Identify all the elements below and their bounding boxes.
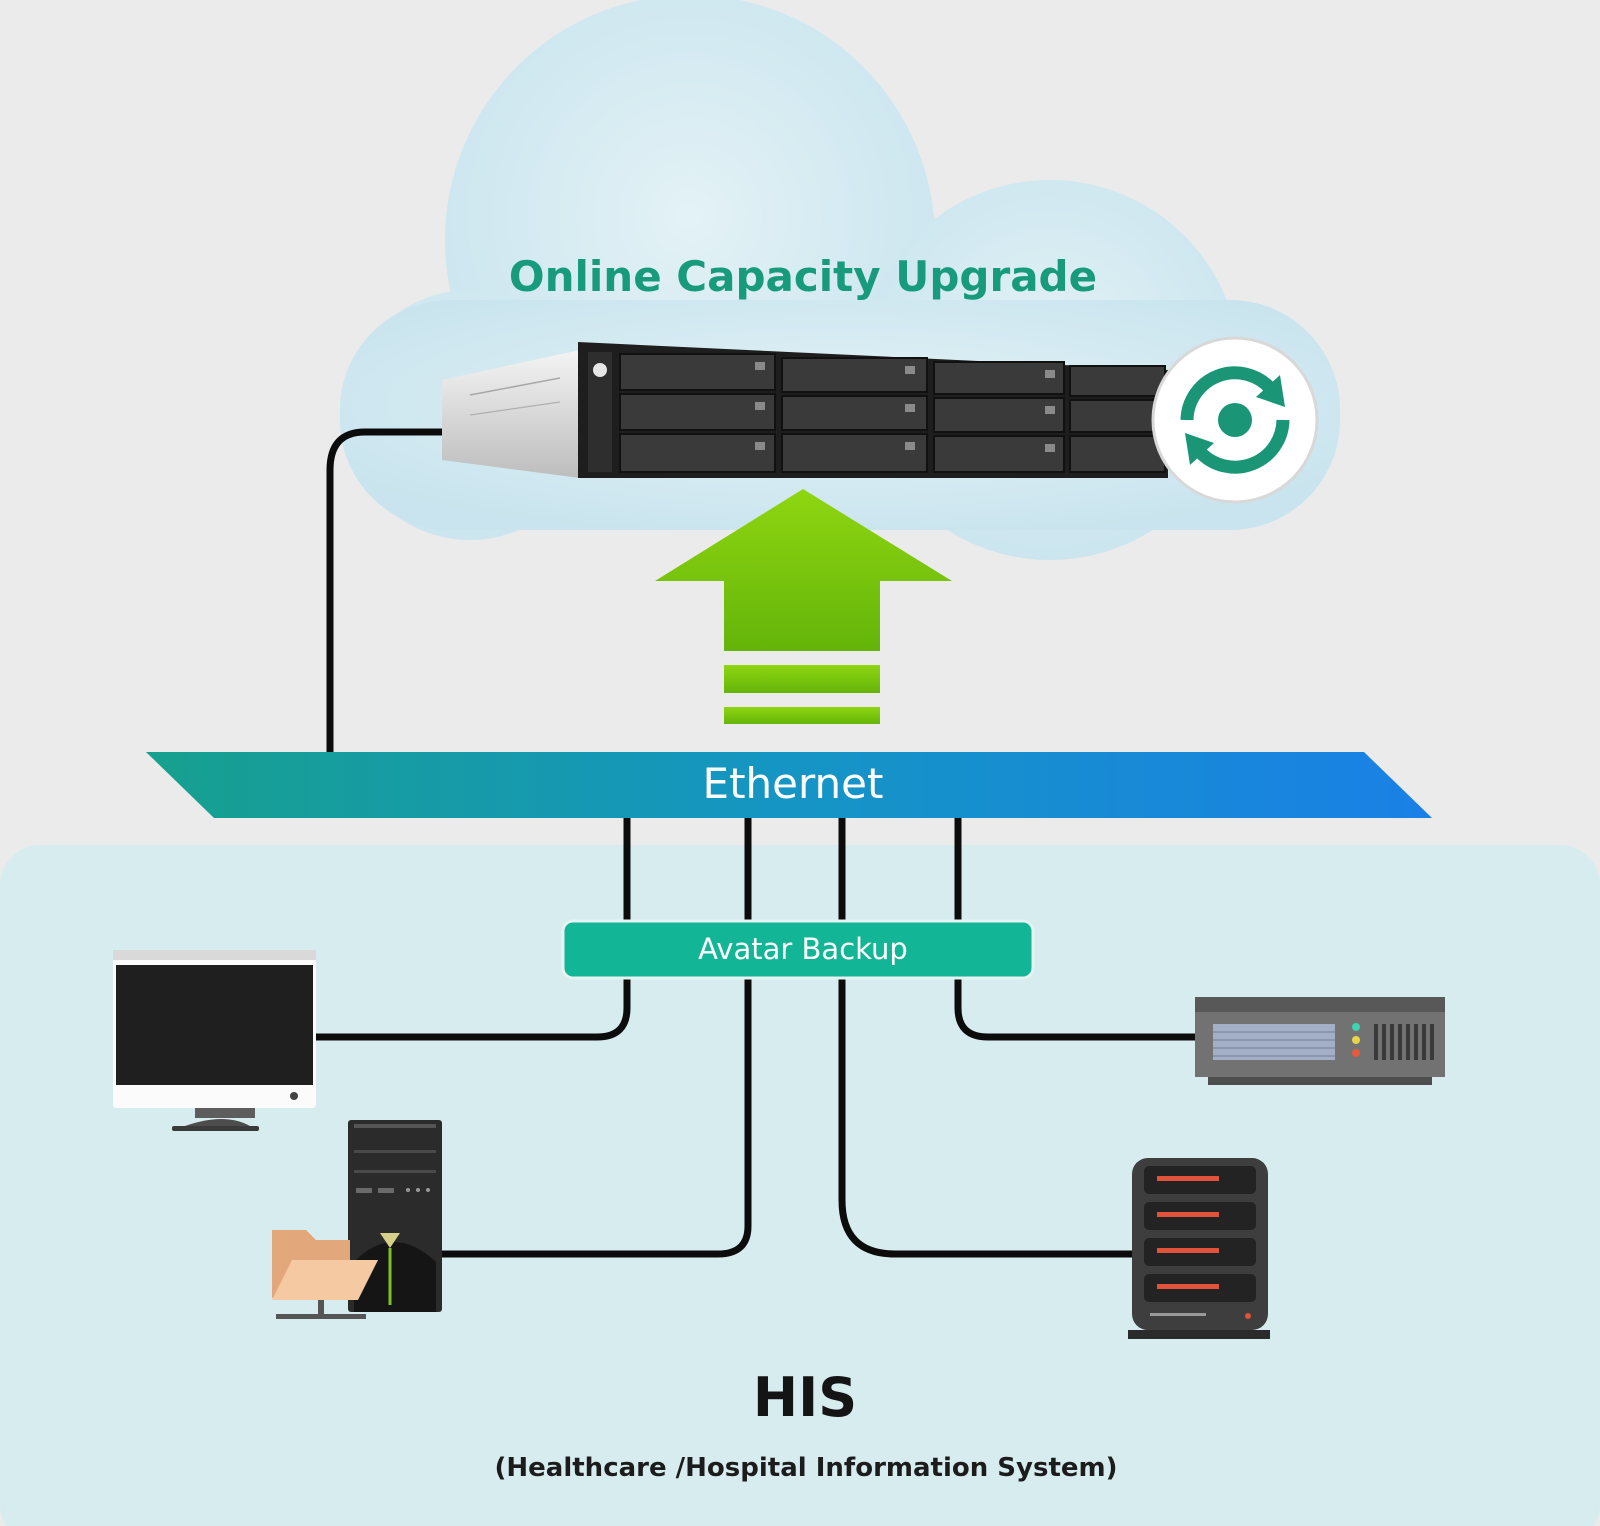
ethernet-label: Ethernet [703, 759, 884, 808]
rack-nas-icon [442, 342, 1168, 478]
sync-icon [1151, 336, 1319, 504]
up-arrow-icon [655, 489, 952, 724]
avatar-backup-bar [561, 919, 1035, 980]
his-title: HIS [753, 1366, 857, 1429]
device-cables [310, 818, 1195, 1258]
avatar-backup-label: Avatar Backup [698, 932, 908, 966]
server-stack-icon [1128, 1158, 1270, 1339]
his-subtitle: (Healthcare /Hospital Information System… [495, 1453, 1118, 1483]
drive-bays [619, 353, 1166, 473]
network-folder-icon [272, 1230, 378, 1319]
cloud-title: Online Capacity Upgrade [509, 252, 1097, 301]
monitor-icon [113, 950, 316, 1131]
rack-switch-icon [1195, 997, 1445, 1085]
cable-nas [326, 428, 445, 752]
ethernet-band [146, 752, 1432, 818]
